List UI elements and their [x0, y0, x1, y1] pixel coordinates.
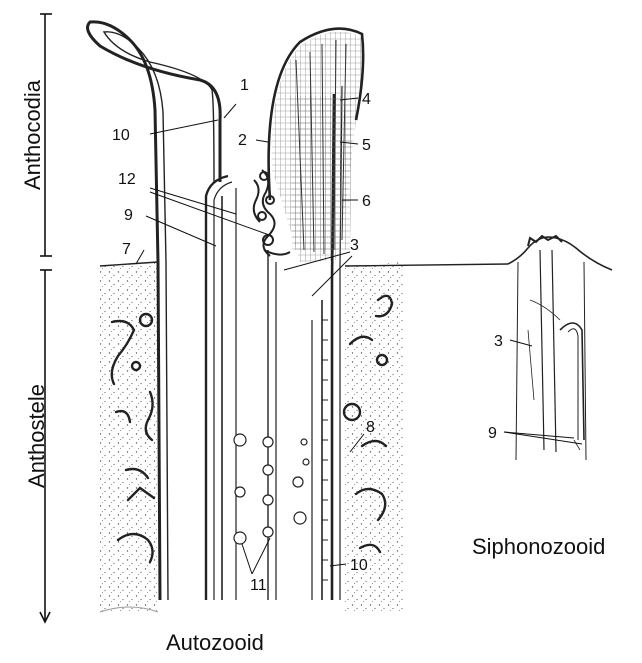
- colony-surface-right: [345, 264, 508, 266]
- label-9b: 9: [488, 425, 497, 442]
- label-11: 11: [250, 577, 267, 594]
- siphonozooid-drawing: [508, 236, 612, 460]
- label-3a: 3: [350, 237, 359, 254]
- siphonozooid-label: Siphonozooid: [472, 536, 605, 558]
- label-4: 4: [362, 91, 371, 108]
- label-8: 8: [366, 419, 375, 436]
- label-10a: 10: [112, 127, 130, 144]
- label-1: 1: [240, 77, 249, 94]
- label-3b: 3: [494, 333, 503, 350]
- anthocodia-label: Anthocodia: [22, 50, 44, 220]
- label-12: 12: [118, 171, 136, 188]
- label-9a: 9: [124, 207, 133, 224]
- autozooid-label: Autozooid: [166, 632, 264, 654]
- label-2: 2: [238, 132, 247, 149]
- label-6: 6: [362, 193, 371, 210]
- anthostele-label: Anthostele: [26, 351, 48, 521]
- label-10b: 10: [350, 557, 368, 574]
- anthocodia-tentacles: [269, 29, 364, 262]
- label-7: 7: [122, 241, 131, 258]
- label-5: 5: [362, 137, 371, 154]
- tentacle-pinnules: [322, 320, 328, 580]
- gonads: [234, 434, 309, 544]
